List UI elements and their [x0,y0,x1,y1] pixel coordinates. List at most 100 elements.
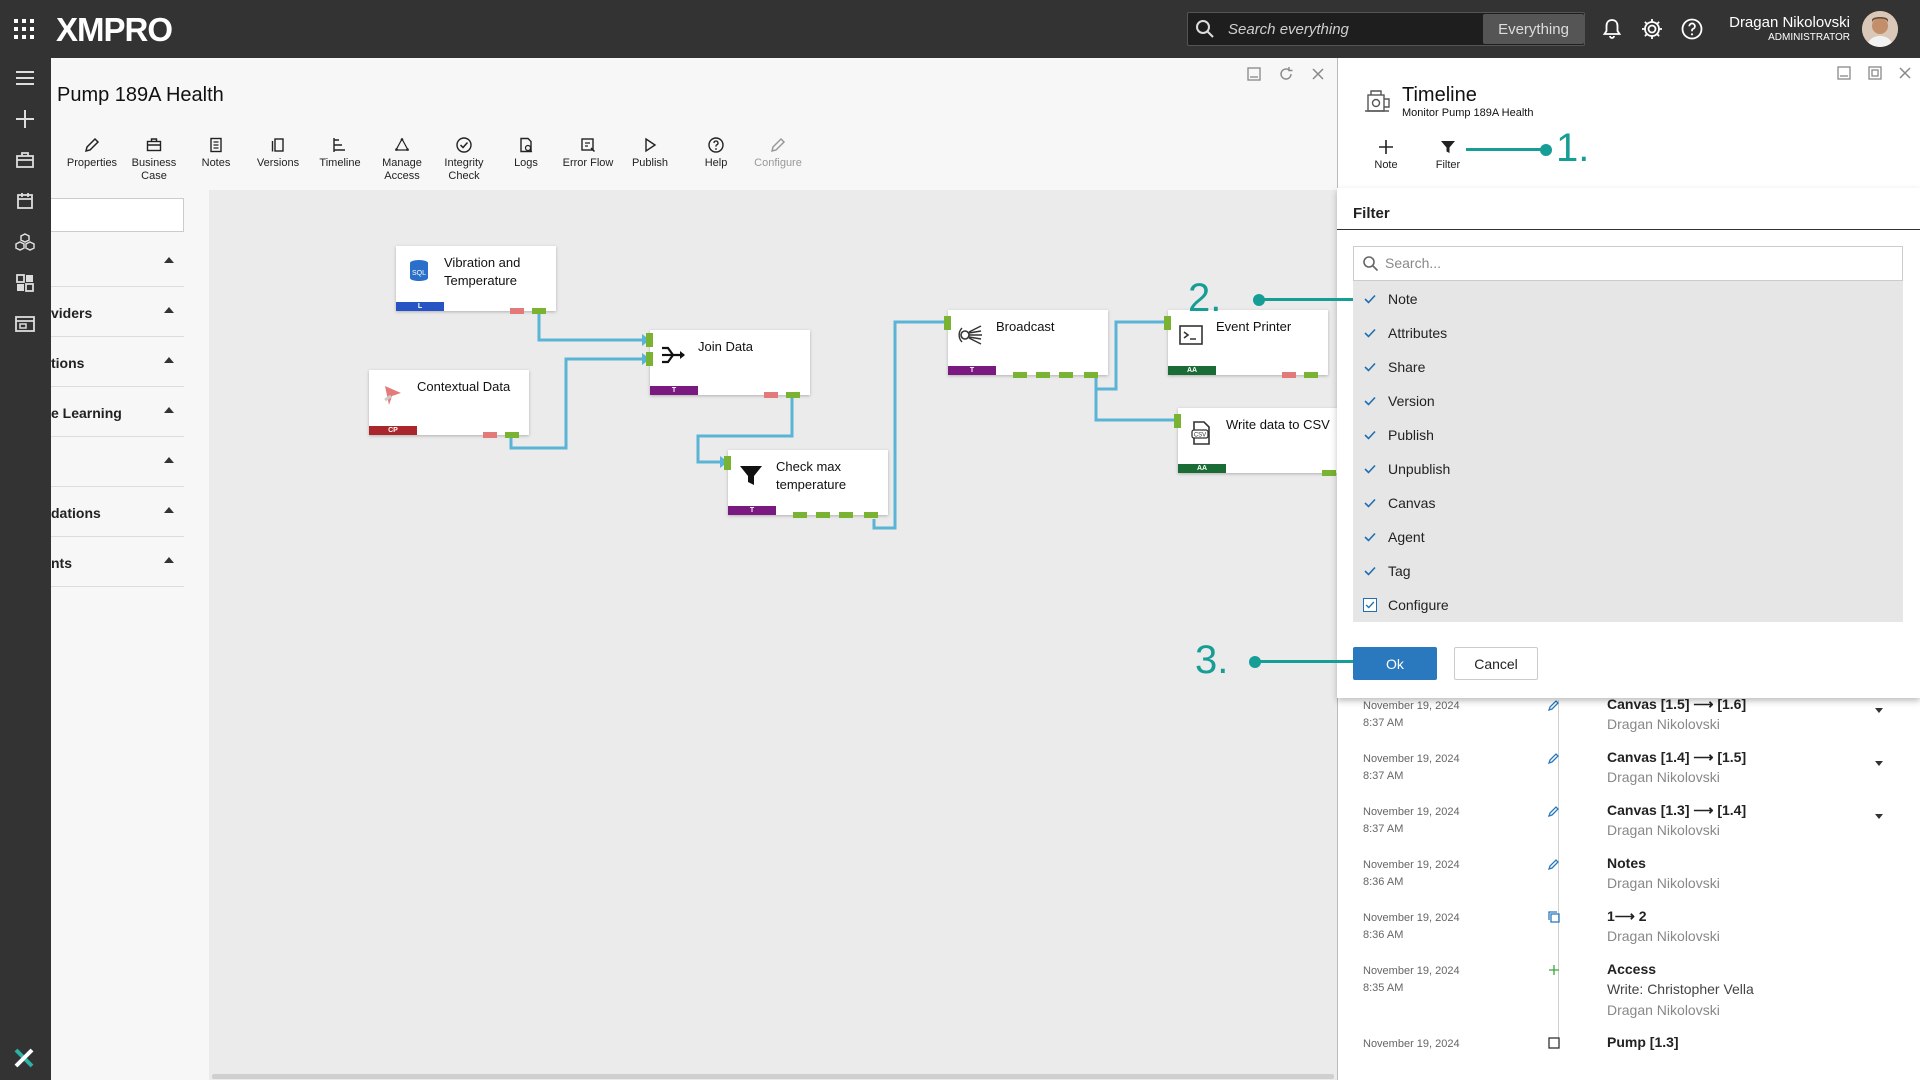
error-port[interactable] [1282,372,1296,378]
refresh-icon[interactable] [1277,65,1295,83]
toolbox-group[interactable] [51,237,184,287]
filter-option-attributes[interactable]: Attributes [1353,316,1903,350]
toolbar-manage-access[interactable]: Manage Access [371,136,433,183]
xmpro-mark-icon[interactable] [12,1046,36,1070]
node-event-printer[interactable]: Event Printer AA [1164,310,1328,378]
error-port[interactable] [483,432,497,438]
error-port[interactable] [510,308,524,314]
toolbox-group[interactable]: viders [51,287,184,337]
toolbar-help[interactable]: Help [685,136,747,170]
checkmark-icon[interactable] [1363,462,1377,476]
toolbar-business-case[interactable]: Business Case [123,136,185,183]
output-port[interactable] [1084,372,1098,378]
filter-search-input[interactable] [1385,249,1785,277]
checkmark-icon[interactable] [1363,292,1377,306]
output-port[interactable] [1304,372,1318,378]
toolbox-group[interactable] [51,437,184,487]
toolbar-logs[interactable]: Logs [495,136,557,170]
filter-option-publish[interactable]: Publish [1353,418,1903,452]
minimize-icon[interactable] [1245,65,1263,83]
filter-option-share[interactable]: Share [1353,350,1903,384]
output-port[interactable] [793,512,807,518]
checkmark-icon[interactable] [1363,496,1377,510]
user-name[interactable]: Dragan Nikolovski [1729,14,1850,31]
briefcase-icon[interactable] [13,148,37,172]
checkmark-icon[interactable] [1363,530,1377,544]
node-contextual-data[interactable]: Contextual Data CP [369,370,529,438]
output-port[interactable] [786,392,800,398]
toolbar-error-flow[interactable]: Error Flow [557,136,619,170]
toolbar-publish[interactable]: Publish [619,136,681,170]
avatar[interactable] [1862,11,1898,47]
calendar-icon[interactable] [13,189,37,213]
close-icon[interactable] [1309,65,1327,83]
menu-icon[interactable] [13,66,37,90]
expand-caret-icon[interactable] [1875,814,1883,819]
app-logo[interactable]: XMPRO [56,11,173,48]
search-scope-dropdown[interactable]: Everything [1483,14,1584,44]
dashboard-icon[interactable] [13,271,37,295]
filter-option-version[interactable]: Version [1353,384,1903,418]
toolbar-timeline[interactable]: Timeline [309,136,371,170]
minimize-icon[interactable] [1835,64,1853,82]
output-port[interactable] [864,512,878,518]
app-window-icon[interactable] [13,312,37,336]
output-port[interactable] [1322,470,1336,476]
add-note-button[interactable]: Note [1361,138,1411,171]
ok-button[interactable]: Ok [1353,647,1437,680]
apps-grid-icon[interactable] [14,19,34,39]
cubes-icon[interactable] [13,230,37,254]
filter-option-agent[interactable]: Agent [1353,520,1903,554]
output-port[interactable] [839,512,853,518]
filter-option-configure[interactable]: Configure [1353,588,1903,622]
error-port[interactable] [764,392,778,398]
search-input[interactable] [1228,13,1478,45]
filter-button[interactable]: Filter [1423,138,1473,171]
output-port[interactable] [816,512,830,518]
cancel-button[interactable]: Cancel [1454,647,1538,680]
toolbox-group[interactable]: tions [51,337,184,387]
expand-caret-icon[interactable] [1875,708,1883,713]
toolbar-properties[interactable]: Properties [61,136,123,170]
toolbar-versions[interactable]: Versions [247,136,309,170]
bell-icon[interactable] [1600,17,1624,41]
input-port[interactable] [1164,316,1171,330]
filter-option-canvas[interactable]: Canvas [1353,486,1903,520]
output-port[interactable] [1059,372,1073,378]
input-port[interactable] [944,316,951,330]
toolbar-integrity-check[interactable]: Integrity Check [433,136,495,183]
toolbox-group[interactable]: nts [51,537,184,587]
checkmark-icon[interactable] [1363,326,1377,340]
output-port[interactable] [505,432,519,438]
node-vibration[interactable]: SQL Vibration and Temperature L [396,246,556,314]
maximize-icon[interactable] [1866,64,1884,82]
output-port[interactable] [1013,372,1027,378]
input-port[interactable] [724,456,731,470]
input-port[interactable] [1174,414,1181,428]
node-join-data[interactable]: Join Data T [646,330,810,398]
add-icon[interactable] [13,107,37,131]
node-write-csv[interactable]: CSV Write data to CSV AA [1174,408,1338,476]
checkmark-icon[interactable] [1363,394,1377,408]
help-icon[interactable] [1680,17,1704,41]
filter-option-unpublish[interactable]: Unpublish [1353,452,1903,486]
input-port[interactable] [646,352,653,366]
close-icon[interactable] [1896,64,1914,82]
checkbox-checked-icon[interactable] [1363,598,1377,612]
canvas-scrollbar[interactable] [212,1074,1334,1079]
output-port[interactable] [532,308,546,314]
toolbox-search[interactable] [51,198,184,232]
expand-caret-icon[interactable] [1875,761,1883,766]
toolbox-group[interactable]: dations [51,487,184,537]
output-port[interactable] [1036,372,1050,378]
toolbox-group[interactable]: e Learning [51,387,184,437]
checkmark-icon[interactable] [1363,428,1377,442]
node-check-max-temperature[interactable]: Check max temperature T [724,450,888,518]
filter-option-tag[interactable]: Tag [1353,554,1903,588]
node-broadcast[interactable]: Broadcast T [944,310,1108,378]
input-port[interactable] [646,333,653,347]
gear-icon[interactable] [1640,17,1664,41]
checkmark-icon[interactable] [1363,360,1377,374]
filter-option-note[interactable]: Note [1353,282,1903,316]
toolbar-notes[interactable]: Notes [185,136,247,170]
